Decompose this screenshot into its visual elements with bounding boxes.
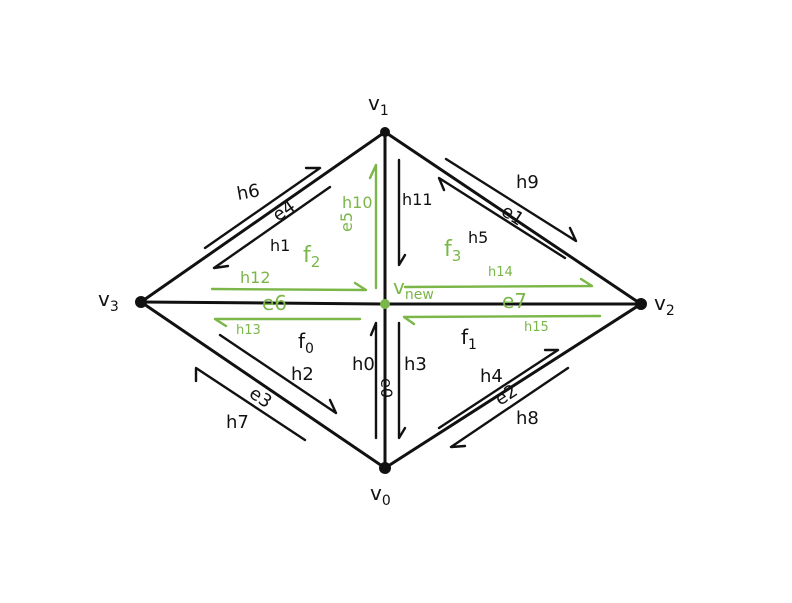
label-h3: h3 [404, 354, 427, 375]
label-f2: f2 [303, 243, 320, 271]
halfedge-h14-arrow [403, 277, 594, 289]
halfedge-h10-arrow [368, 163, 378, 290]
label-h13: h13 [236, 323, 261, 338]
label-h10: h10 [342, 193, 373, 212]
edge-v0-v3 [139, 300, 387, 470]
halfedge-h5-arrow [437, 176, 567, 260]
label-h11: h11 [402, 190, 433, 209]
label-h14: h14 [488, 265, 513, 280]
label-h6: h6 [235, 180, 261, 205]
vertex-v1 [380, 127, 390, 137]
label-e0: e0 [377, 378, 396, 398]
halfedge-h8-arrow [449, 366, 570, 449]
label-f0: f0 [298, 329, 314, 357]
vertex-v2 [635, 298, 647, 310]
halfedge-h7-arrow [194, 366, 307, 442]
edge-v3-v1 [139, 130, 387, 304]
label-h12: h12 [240, 268, 271, 287]
halfedge-h6-arrow [203, 166, 322, 250]
halfedge-h1-arrow [212, 185, 332, 270]
label-v0: v0 [370, 481, 391, 509]
label-h7: h7 [226, 412, 249, 433]
label-h0: h0 [352, 354, 375, 375]
label-h5: h5 [468, 228, 488, 247]
halfedge-h12-arrow [210, 281, 368, 292]
edge-v3-vnew [139, 300, 387, 306]
vertex-v3 [135, 296, 147, 308]
label-e7: e7 [502, 289, 527, 313]
label-h15: h15 [524, 320, 549, 335]
label-h4: h4 [480, 366, 503, 387]
label-e6: e6 [262, 291, 287, 315]
label-h8: h8 [516, 408, 539, 429]
vertex-vnew [380, 299, 390, 309]
halfedge-h9-arrow [444, 157, 578, 243]
halfedge-h3-arrow [397, 321, 407, 440]
label-vnew: vnew [393, 275, 434, 303]
halfedge-h0-arrow [369, 321, 378, 440]
halfedge-h11-arrow [397, 158, 407, 267]
label-h9: h9 [516, 172, 539, 193]
label-e3: e3 [245, 383, 275, 413]
label-h1: h1 [270, 236, 290, 255]
label-e5: e5 [337, 212, 356, 232]
edge-v1-v2 [383, 130, 643, 306]
halfedge-h2-arrow [218, 333, 338, 415]
label-h2: h2 [291, 364, 314, 385]
label-v2: v2 [654, 291, 675, 319]
label-f3: f3 [444, 237, 461, 265]
halfedge-h4-arrow [437, 348, 560, 430]
halfedge-h13-arrow [213, 317, 362, 328]
vertex-v0 [379, 462, 391, 474]
label-v3: v3 [98, 287, 119, 315]
edge-v2-v0 [383, 302, 643, 470]
label-f1: f1 [461, 325, 477, 353]
label-v1: v1 [368, 91, 389, 119]
halfedge-h15-arrow [402, 314, 602, 326]
